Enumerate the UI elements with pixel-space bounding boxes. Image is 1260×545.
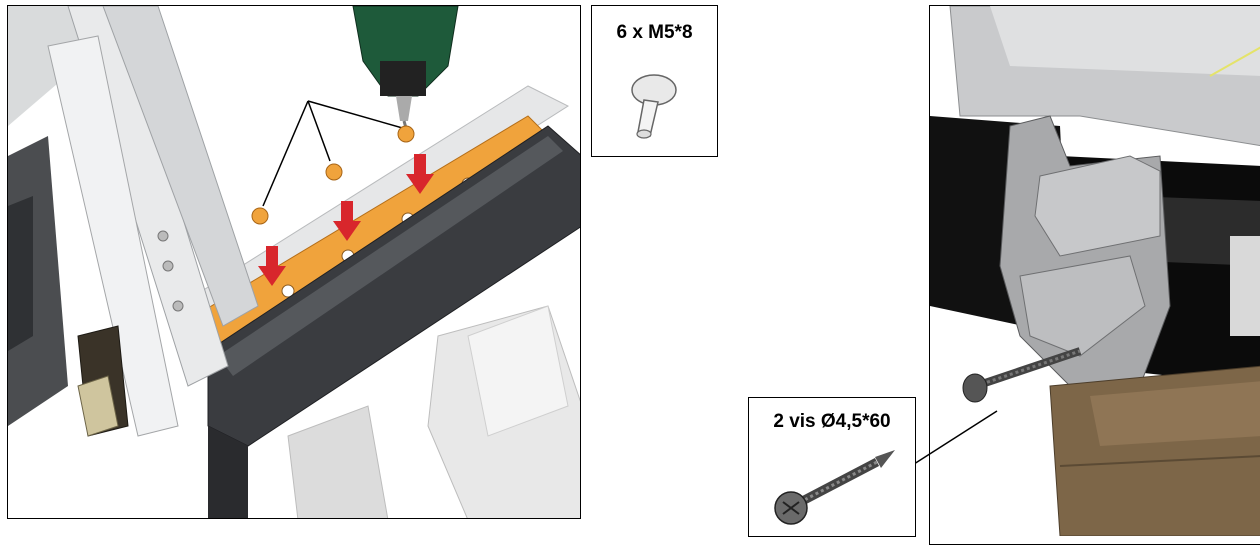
- wood-screws-part-box: 2 vis Ø4,5*60: [748, 397, 916, 537]
- right-illustration-panel: [929, 5, 1260, 545]
- left-illustration-panel: [7, 5, 581, 519]
- m5-screws-part-box: 6 x M5*8: [591, 5, 718, 157]
- m5-screws-label: 6 x M5*8: [616, 22, 693, 43]
- wood-screws-label: 2 vis Ø4,5*60: [773, 411, 891, 432]
- bracket-closeup-illustration: [930, 6, 1260, 536]
- mushroom-screw-icon: [631, 74, 677, 139]
- phillips-screw-icon: [774, 450, 895, 525]
- drill-assembly-illustration: [8, 6, 580, 518]
